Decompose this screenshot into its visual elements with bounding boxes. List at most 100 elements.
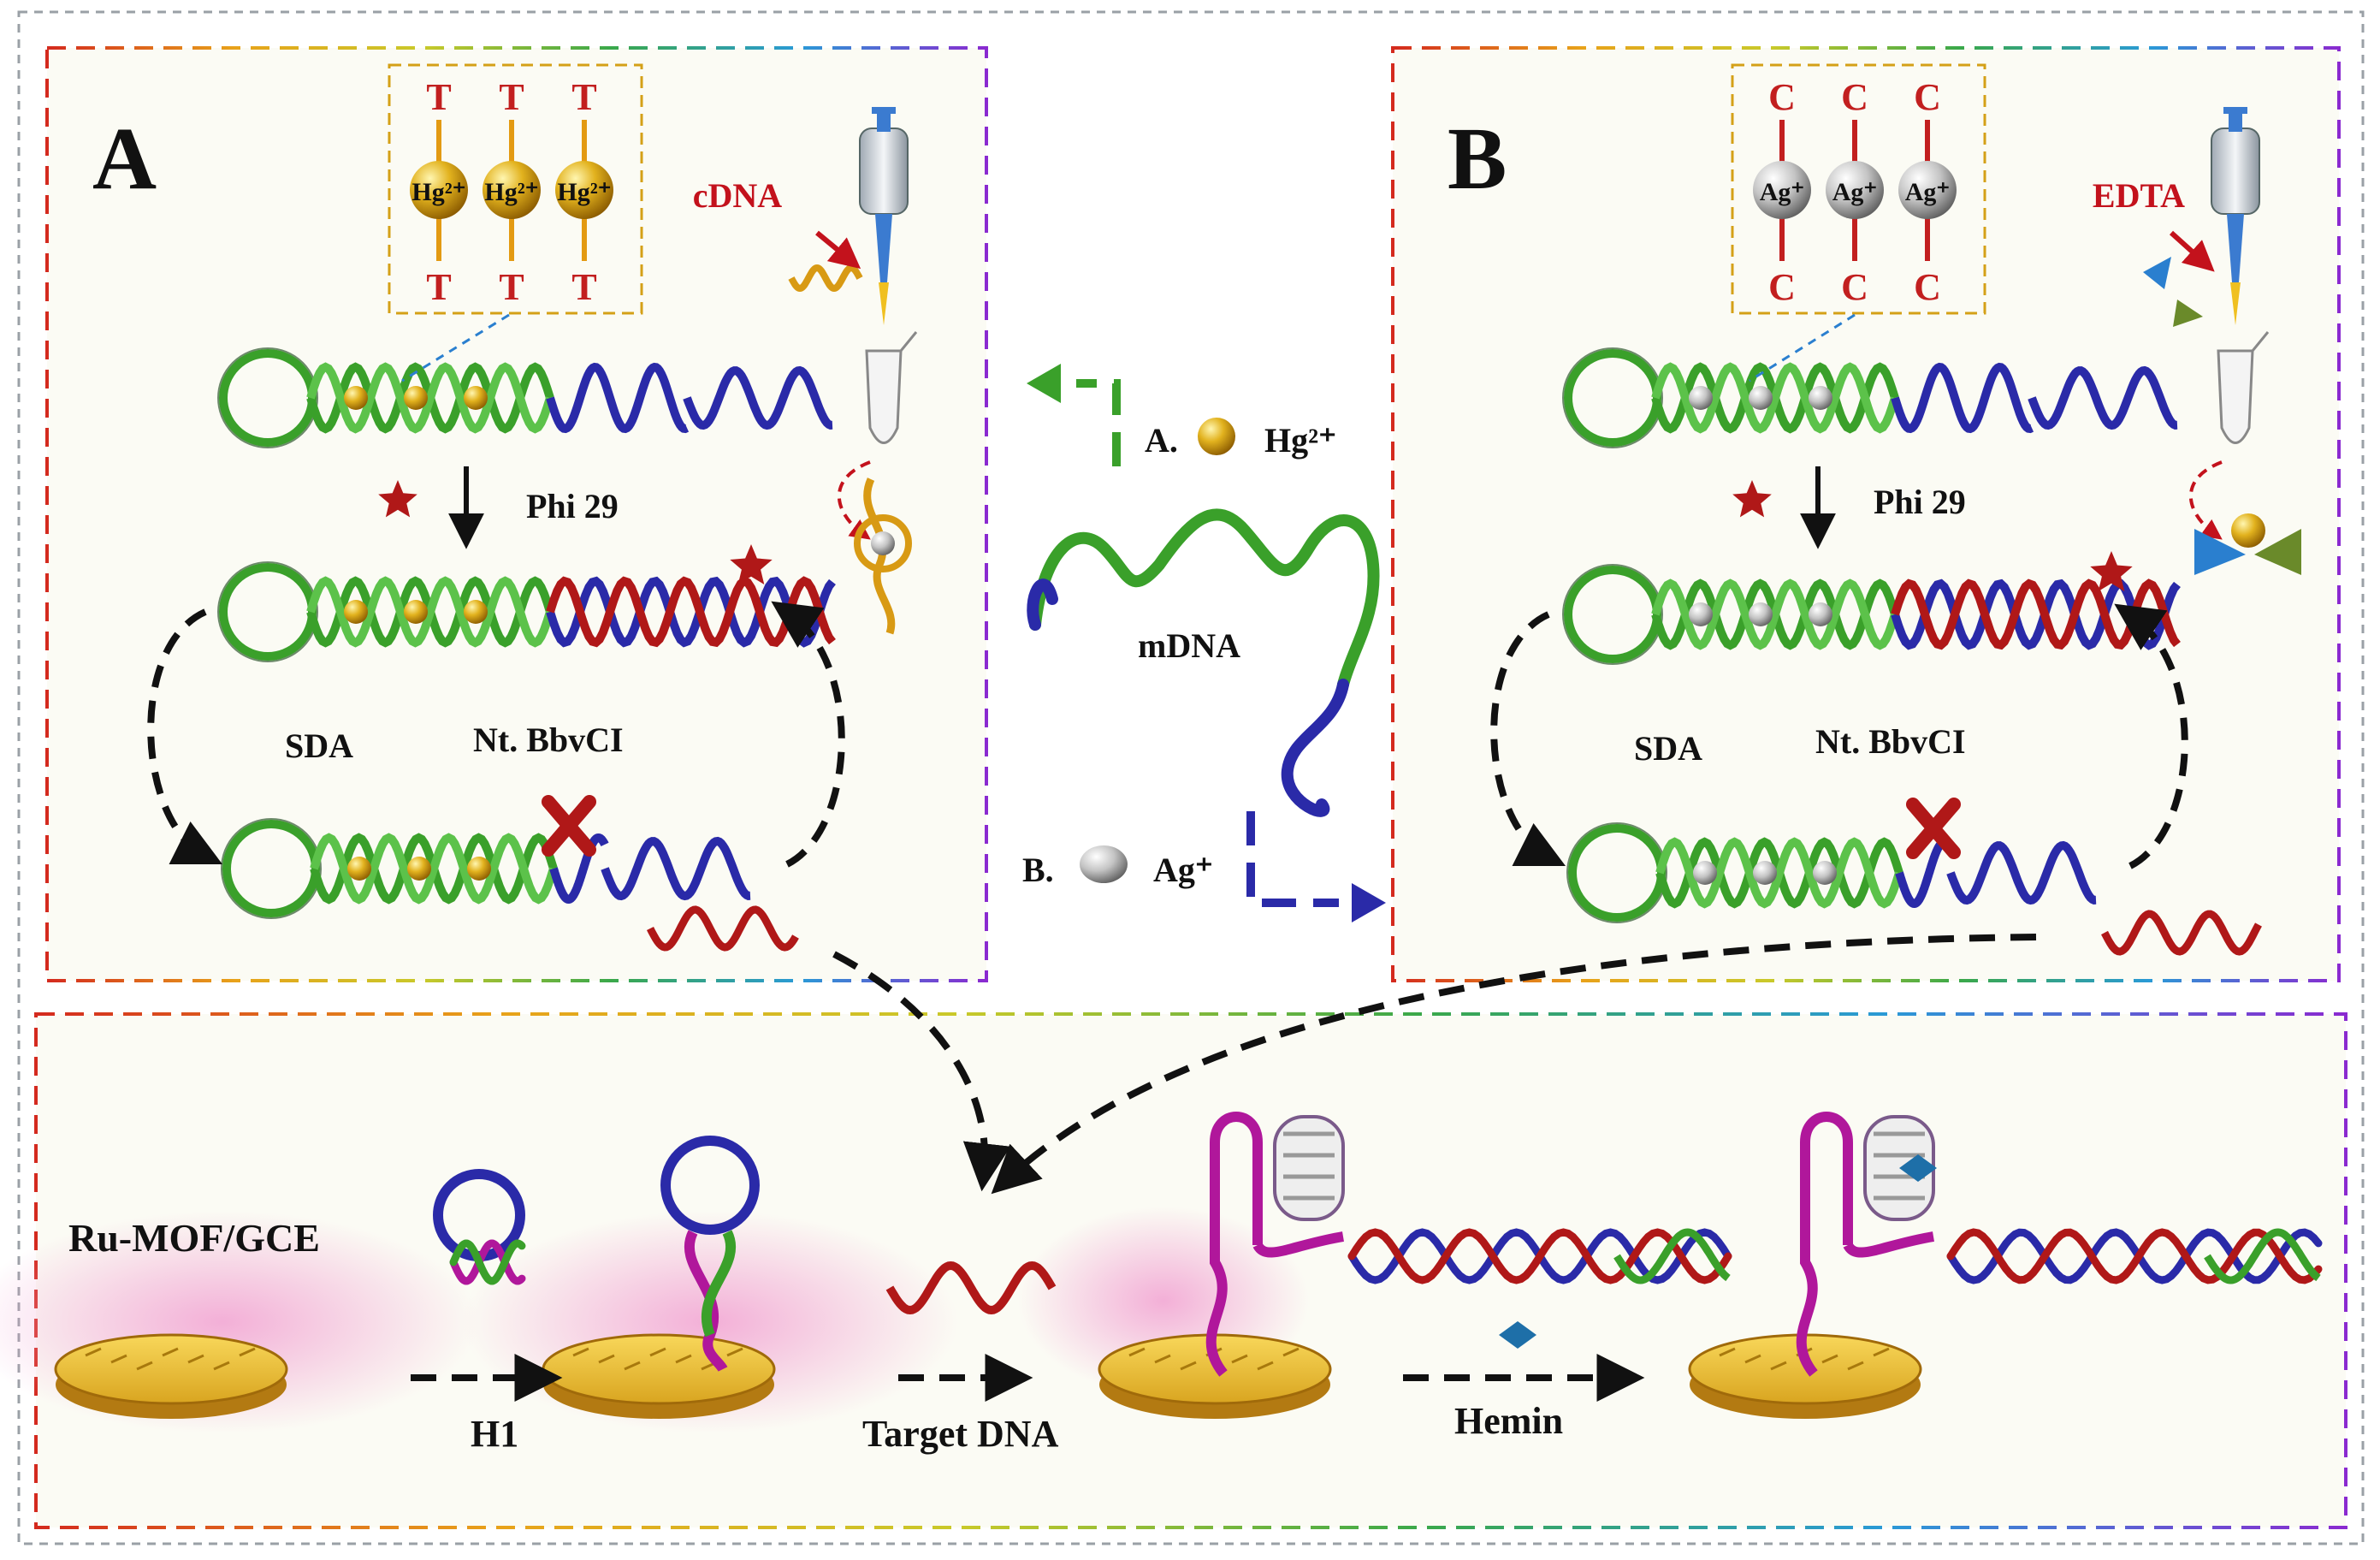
electrode-target-texture xyxy=(1154,1354,1171,1364)
insetB-top-base: C xyxy=(1914,76,1941,118)
insetA-top-base: T xyxy=(426,76,451,118)
g-quadruplex-hemin-link xyxy=(1843,1231,1934,1258)
panel-a-pipette xyxy=(837,107,918,540)
panel-b-probe-initial-stem-2 xyxy=(1651,362,1899,434)
panel-a-probe-initial-tail-2 xyxy=(683,365,833,430)
g-quadruplex-unbound-link xyxy=(1252,1231,1344,1258)
panel-b-probe-nicked-tail-2 xyxy=(1946,840,2097,905)
route-a-letter: A. xyxy=(1145,421,1178,460)
electrode-h1-texture xyxy=(675,1354,692,1364)
electrode-bare-texture xyxy=(110,1354,127,1364)
g-quadruplex-hemin xyxy=(1796,1112,1937,1377)
electrode-bare xyxy=(54,1333,288,1419)
insetA-top-base: T xyxy=(571,76,596,118)
panel-b-dntp-star xyxy=(1732,480,1772,518)
panel-a-pipette-pipette-shaft xyxy=(875,214,892,282)
insetA-bottom-base: T xyxy=(499,266,524,308)
c-ag-c-inset xyxy=(1731,63,1986,315)
panel-a-cdna-strand xyxy=(788,264,863,293)
electrode-bare-texture xyxy=(213,1361,230,1371)
electrode-bare-texture xyxy=(162,1347,179,1357)
panel-b-pipette-pipette-plunger xyxy=(2229,113,2242,132)
electrode-hemin-texture xyxy=(1847,1361,1864,1371)
panel-a-probe-initial-ion xyxy=(404,386,428,410)
immobilized-h1-strand-2 xyxy=(701,1230,737,1338)
route-b-ion: Ag⁺ xyxy=(1153,851,1213,889)
insetA-ion-ball xyxy=(410,161,468,219)
bottom-panel xyxy=(0,1012,2347,1529)
panel-b-probe-extended-ion xyxy=(1749,602,1773,626)
panel-b-probe-initial-ion xyxy=(1689,386,1713,410)
electrode-h1-texture xyxy=(624,1361,641,1371)
panel-a-probe-extended-tail xyxy=(546,576,836,648)
insetB-ion-label: Ag⁺ xyxy=(1905,178,1951,206)
panel-a-probe-initial-ion xyxy=(464,386,488,410)
panel-a-nick-mark xyxy=(542,795,596,857)
panel-a-probe-initial-loop-edge xyxy=(217,347,318,448)
panel-a-dntp-star xyxy=(378,480,417,518)
electrode-h1-texture xyxy=(726,1347,743,1357)
panel-b-chelate-ion xyxy=(2231,513,2265,548)
target-dna-label: Target DNA xyxy=(862,1413,1059,1455)
duplex-final-tail xyxy=(2204,1228,2321,1284)
electrode-bare-texture xyxy=(187,1354,204,1364)
duplex-after-target-strand-2 xyxy=(1347,1228,1732,1284)
insetA-ion-ball xyxy=(555,161,613,219)
panel-b-primer-star xyxy=(2090,551,2133,591)
duplex-after-target-tail xyxy=(1613,1228,1731,1284)
panel-b-nick-mark-mark xyxy=(1906,798,1961,859)
panel-b-edta-piece-1 xyxy=(2143,257,2171,289)
panel-b-probe-extended xyxy=(1562,564,2181,665)
panel-a-probe-nicked-ion xyxy=(347,857,371,881)
panel-b-nick-mark xyxy=(1906,798,1961,859)
panel-b-chelate-right xyxy=(2254,529,2301,575)
panel-b-reagent-label: EDTA xyxy=(2093,176,2185,215)
route-a-arrowhead xyxy=(1027,364,1061,403)
panel-b-probe-nicked-ion xyxy=(1813,861,1837,885)
duplex-after-target xyxy=(1347,1228,1732,1284)
route-a-ion: Hg²⁺ xyxy=(1264,421,1336,460)
electrode-hemin-texture xyxy=(1821,1354,1838,1364)
panel-b-probe-initial-tail-2 xyxy=(2028,365,2178,430)
panel-a-sda-label: SDA xyxy=(285,727,353,765)
panel-b-probe-extended-ion xyxy=(1689,602,1713,626)
electrode-h1-texture xyxy=(572,1347,589,1357)
panel-b-to-target-arrow xyxy=(991,934,2037,1195)
h1-stem-strand-1 xyxy=(449,1239,526,1285)
electrode-bare-texture xyxy=(136,1361,153,1371)
schematic-artwork xyxy=(54,107,2323,1419)
electrode-target-texture xyxy=(1282,1347,1300,1357)
immobilized-h1-loop xyxy=(660,1136,760,1235)
panel-a-pipette-pipette-cap xyxy=(872,107,896,114)
panel-a-released-strand xyxy=(646,905,799,952)
panel-a-primer-star xyxy=(730,544,773,584)
panel-b-edta-arrow xyxy=(2169,230,2215,272)
panel-b-pipette-pipette-tip xyxy=(2230,282,2241,325)
t-hg-t-inset xyxy=(388,63,643,315)
mdna-green-segment xyxy=(1029,508,1380,691)
electrode-hemin-texture xyxy=(1770,1361,1787,1371)
panel-b-probe-extended-ion xyxy=(1809,602,1832,626)
free-target-dna xyxy=(885,1260,1057,1315)
insetB-bottom-base: C xyxy=(1841,266,1868,308)
panel-b-pipette-pipette-shaft xyxy=(2227,214,2244,282)
g-quadruplex-unbound-quadruplex xyxy=(1273,1115,1345,1221)
panel-a-probe-extended-ion xyxy=(344,600,368,624)
panel-a-complex-ion xyxy=(871,531,895,555)
g-quadruplex-hemin-hemin xyxy=(1899,1154,1937,1182)
panel-b-probe-nicked xyxy=(1566,822,2097,923)
electrode-hemin-texture xyxy=(1873,1347,1890,1357)
g-quadruplex-unbound xyxy=(1205,1112,1345,1377)
panel-a-probe-initial-stem-2 xyxy=(306,362,554,434)
panel-b-pipette-pipette-cap xyxy=(2223,107,2247,114)
insetA-bottom-base: T xyxy=(426,266,451,308)
panel-b-probe-extended-tail xyxy=(1891,578,2181,650)
electrode-target-texture xyxy=(1231,1354,1248,1364)
panel-a-polymerase-label: Phi 29 xyxy=(526,487,619,525)
panel-a-letter: A xyxy=(92,110,157,208)
panel-a-pipette-pipette-tip xyxy=(879,282,889,325)
panel-a-probe-extended-loop-edge xyxy=(217,561,318,662)
electrode-target-texture xyxy=(1128,1347,1146,1357)
